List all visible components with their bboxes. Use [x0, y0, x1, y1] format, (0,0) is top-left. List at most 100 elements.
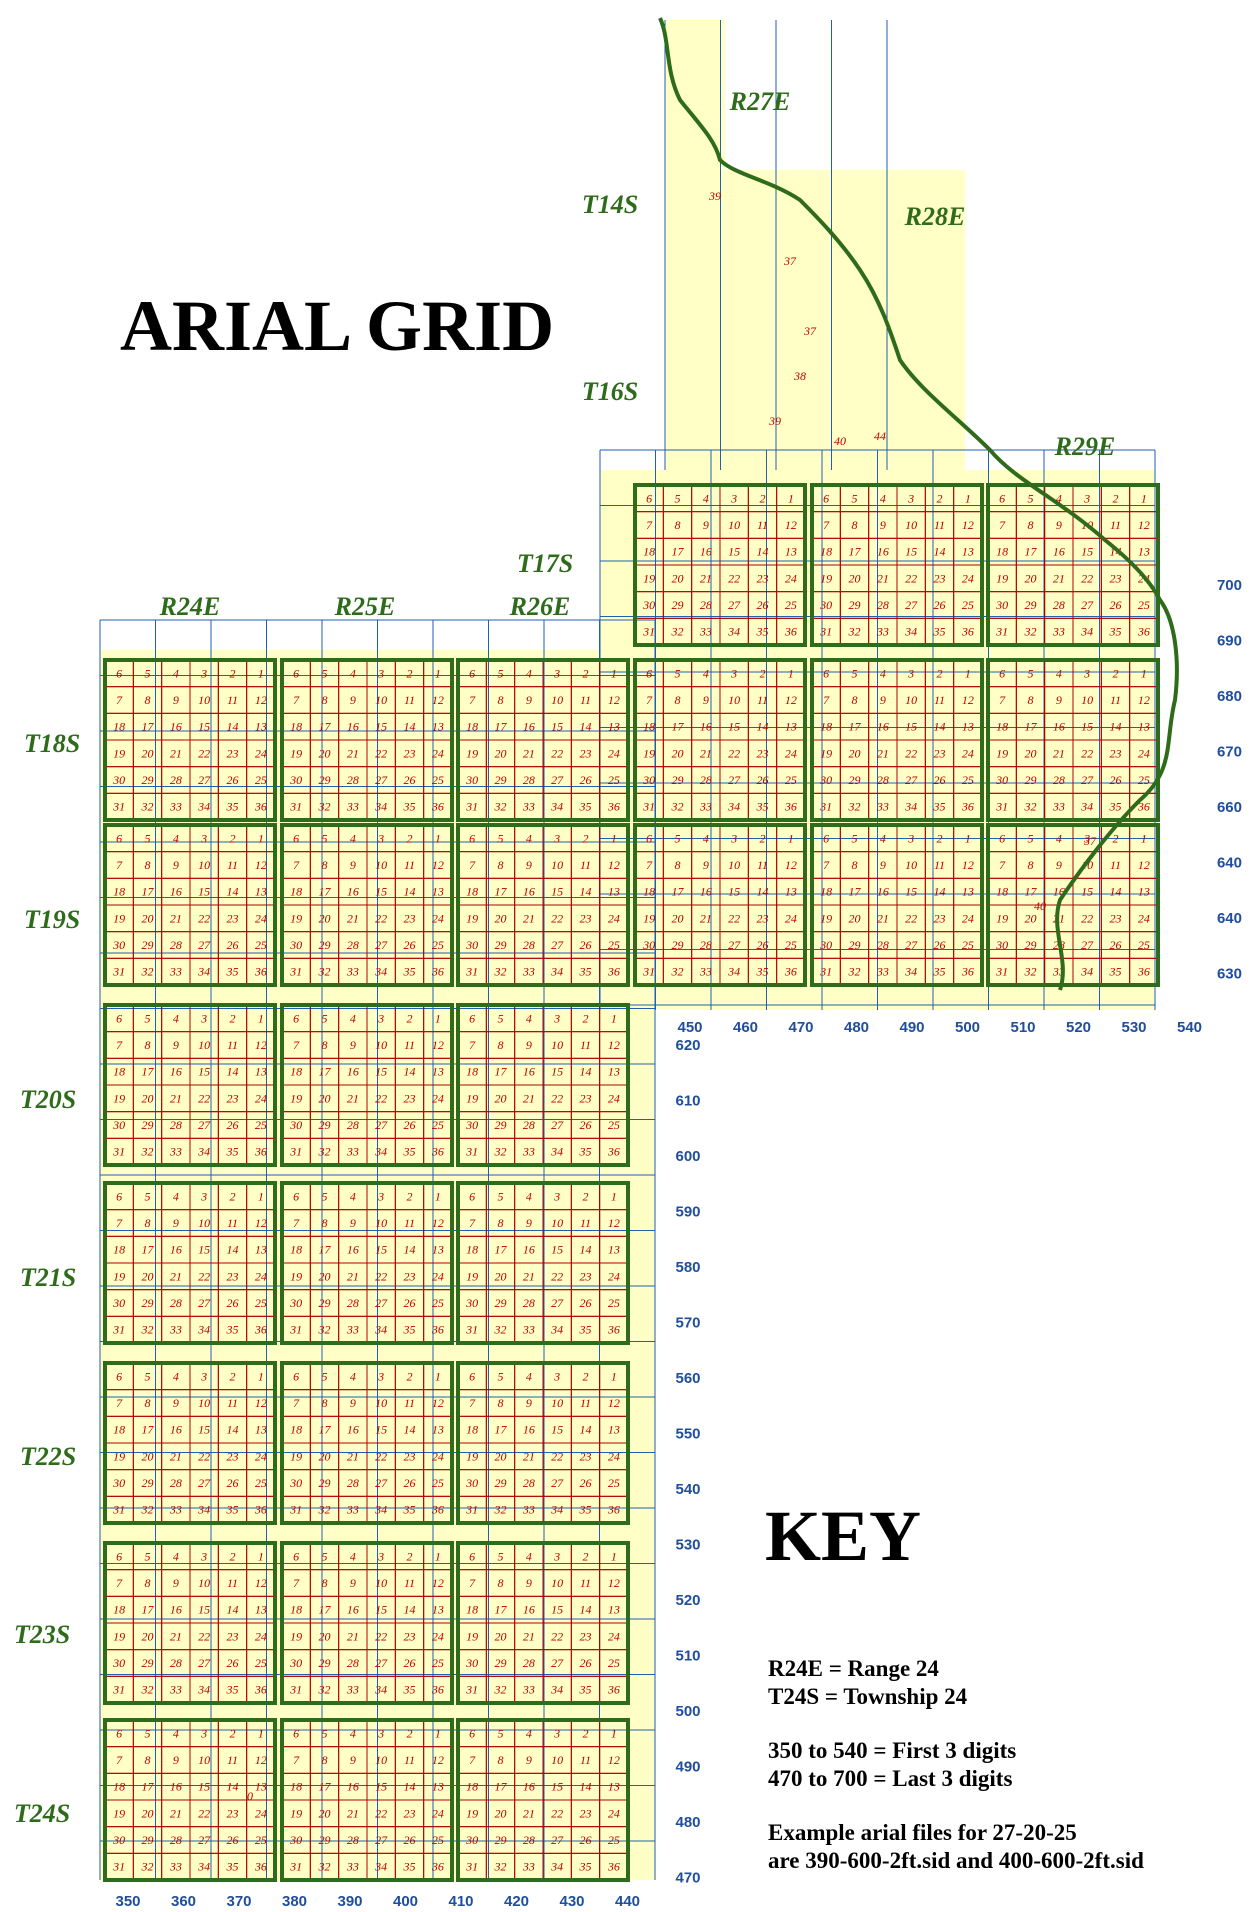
section-number: 14	[934, 545, 946, 559]
section-number: 33	[876, 965, 889, 979]
section-number: 29	[672, 938, 684, 952]
section-number: 22	[375, 1269, 387, 1283]
section-number: 4	[350, 1549, 356, 1563]
section-number: 36	[431, 1503, 444, 1517]
section-number: 20	[319, 1629, 331, 1643]
section-number: 35	[933, 625, 946, 639]
section-number: 34	[727, 965, 740, 979]
section-number: 5	[498, 1726, 504, 1740]
section-number: 33	[346, 800, 359, 814]
easting-label: 360	[171, 1893, 196, 1910]
section-number: 34	[197, 800, 210, 814]
section-number: 11	[227, 1753, 238, 1767]
section-number: 19	[820, 571, 832, 585]
section-number: 17	[142, 1423, 155, 1437]
section-number: 11	[580, 693, 591, 707]
section-number: 9	[173, 693, 179, 707]
section-number: 22	[551, 746, 563, 760]
section-number: 2	[583, 1549, 589, 1563]
section-number: 8	[1028, 518, 1034, 532]
section-number: 25	[785, 938, 797, 952]
section-number: 9	[526, 1576, 532, 1590]
section-number: 32	[494, 1323, 507, 1337]
section-number: 27	[198, 938, 211, 952]
northing-label: 530	[675, 1537, 700, 1554]
section-number: 23	[227, 1629, 239, 1643]
section-number: 14	[580, 885, 592, 899]
section-number: 34	[550, 800, 563, 814]
easting-label: 500	[955, 1019, 980, 1036]
section-number: 13	[785, 545, 797, 559]
section-number: 6	[999, 666, 1005, 680]
section-number: 19	[643, 911, 655, 925]
section-number: 24	[255, 1806, 267, 1820]
easting-label: 460	[733, 1019, 758, 1036]
section-number: 6	[293, 666, 299, 680]
section-number: 21	[347, 1806, 359, 1820]
section-number: 2	[407, 1549, 413, 1563]
section-number: 30	[112, 1296, 125, 1310]
section-number: 21	[523, 1629, 535, 1643]
section-number: 26	[404, 1118, 416, 1132]
section-number: 17	[319, 1243, 332, 1257]
section-number: 30	[289, 1833, 302, 1847]
section-number: 29	[495, 1656, 507, 1670]
section-number: 10	[551, 858, 563, 872]
section-number: 13	[255, 720, 267, 734]
section-number: 13	[1138, 545, 1150, 559]
section-number: 28	[523, 1833, 535, 1847]
section-number: 31	[995, 625, 1008, 639]
section-number: 8	[498, 1216, 504, 1230]
section-number: 15	[905, 720, 917, 734]
section-number: 35	[226, 800, 239, 814]
section-number: 11	[227, 858, 238, 872]
section-number: 25	[608, 938, 620, 952]
section-number: 27	[198, 1476, 211, 1490]
section-number: 12	[608, 1753, 620, 1767]
section-number: 23	[934, 911, 946, 925]
section-number: 10	[905, 518, 917, 532]
section-number: 21	[347, 1269, 359, 1283]
section-number: 5	[322, 831, 328, 845]
section-number: 23	[580, 1091, 592, 1105]
section-number: 31	[819, 625, 832, 639]
section-number: 8	[145, 1576, 151, 1590]
section-number: 14	[580, 1603, 592, 1617]
section-number: 8	[145, 858, 151, 872]
section-number: 21	[347, 911, 359, 925]
township-boundary	[810, 483, 984, 647]
section-number: 2	[583, 1369, 589, 1383]
section-number: 12	[962, 858, 974, 872]
section-number: 22	[1081, 911, 1093, 925]
section-number: 25	[255, 1476, 267, 1490]
section-number: 11	[580, 1038, 591, 1052]
section-number: 15	[198, 885, 210, 899]
section-number: 14	[1110, 720, 1122, 734]
section-number: 21	[877, 571, 889, 585]
section-number: 21	[523, 1269, 535, 1283]
section-number: 30	[642, 598, 655, 612]
section-number: 7	[293, 1216, 300, 1230]
section-number: 3	[1083, 491, 1090, 505]
section-number: 23	[757, 911, 769, 925]
section-number: 20	[495, 1091, 507, 1105]
township-boundary	[280, 1003, 454, 1167]
section-number: 24	[785, 571, 797, 585]
section-number: 14	[580, 1423, 592, 1437]
section-number: 15	[728, 720, 740, 734]
section-number: 9	[173, 1216, 179, 1230]
section-number: 19	[113, 1091, 125, 1105]
section-number: 22	[198, 1629, 210, 1643]
section-number: 6	[823, 491, 829, 505]
section-number: 15	[375, 1243, 387, 1257]
section-number: 6	[469, 666, 475, 680]
section-number: 23	[580, 1629, 592, 1643]
section-number: 23	[580, 1449, 592, 1463]
section-number: 10	[728, 858, 740, 872]
section-number: 26	[757, 598, 769, 612]
section-number: 13	[432, 720, 444, 734]
section-number: 5	[145, 1549, 151, 1563]
section-number: 2	[583, 1726, 589, 1740]
section-number: 30	[819, 938, 832, 952]
section-number: 36	[254, 1860, 267, 1874]
